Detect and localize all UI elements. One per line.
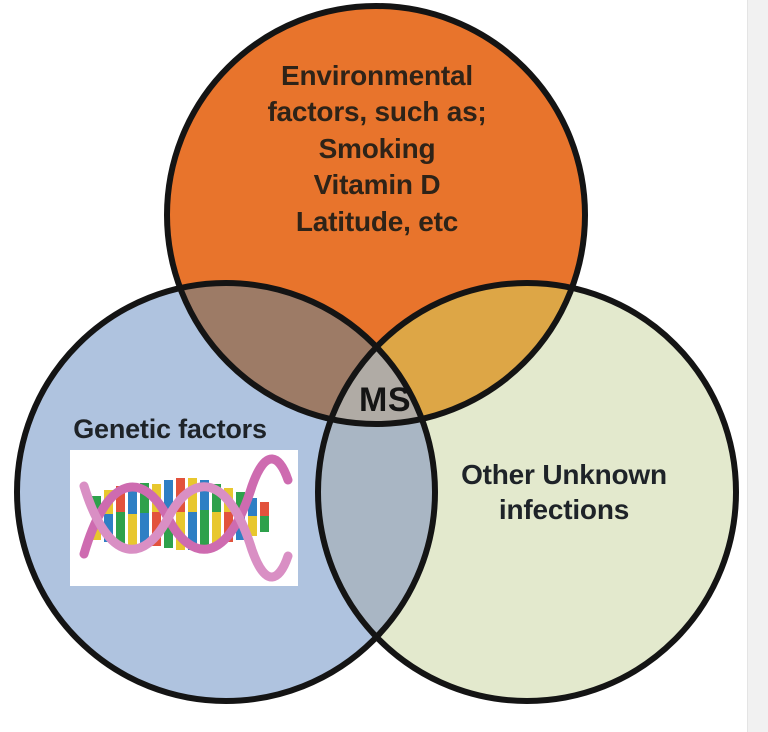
label-other-unknown-infections: Other Unknown infections [461,459,667,525]
overlap-environmental-genetic [167,283,435,424]
circle-environmental-outline [164,3,588,427]
dna-helix-figure [70,450,298,586]
label-genetic-factors: Genetic factors [73,414,267,444]
right-edge-band [747,0,768,732]
dna-strands [79,454,293,582]
overlap-environmental-infections [318,283,585,424]
label-ms-intersection: MS [359,381,411,419]
dna-helix-icon [70,450,298,586]
circle-infections-outline [315,280,739,704]
label-environmental-factors: Environmental factors, such as; Smoking … [267,60,487,237]
circle-genetic-outline [14,280,438,704]
